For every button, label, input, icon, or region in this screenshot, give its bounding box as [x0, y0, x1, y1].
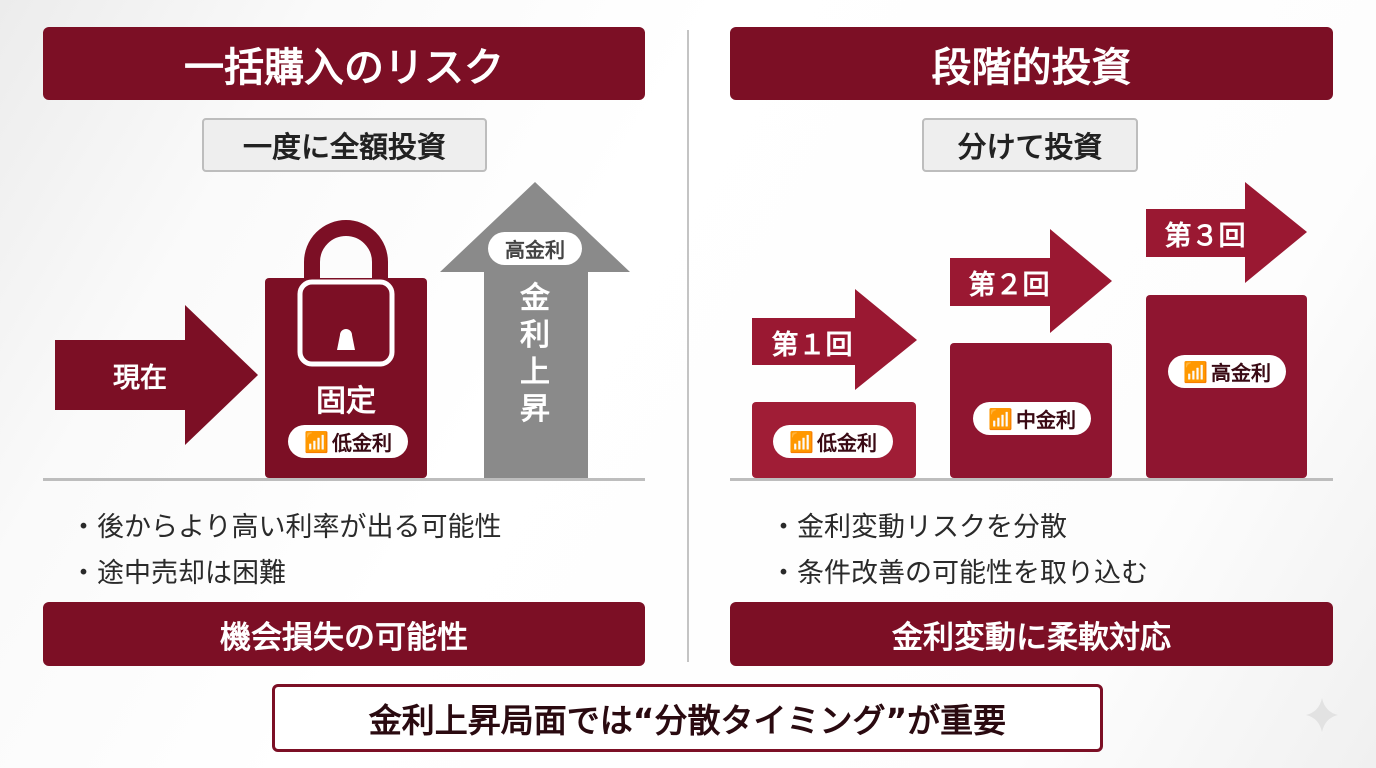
rise-rate-pill: 高金利 — [488, 232, 582, 265]
left-bullet: ・途中売却は困難 — [70, 558, 286, 589]
rise-char: 上 — [520, 355, 550, 390]
right-conclusion: 金利変動に柔軟対応 — [730, 602, 1333, 666]
fixed-rate-pill: 📶低金利 — [288, 425, 408, 458]
chart-icon: 📶 — [1183, 359, 1208, 384]
sparkle-icon — [1306, 698, 1338, 732]
chart-icon: 📶 — [988, 406, 1013, 431]
left-baseline — [43, 478, 645, 481]
fixed-rate: 低金利 — [331, 431, 392, 455]
step-rate: 中金利 — [1015, 408, 1076, 432]
step2-rate-pill: 📶中金利 — [973, 402, 1091, 435]
right-bullet: ・条件改善の可能性を取り込む — [770, 558, 1148, 589]
right-bullet: ・金利変動リスクを分散 — [770, 512, 1067, 543]
step2-arrow — [950, 229, 1112, 333]
step3-arrow — [1146, 182, 1307, 283]
now-arrow — [55, 305, 258, 445]
footer-callout: 金利上昇局面では“分散タイミング”が重要 — [272, 684, 1103, 752]
left-conclusion: 機会損失の可能性 — [43, 602, 645, 666]
rise-char: 利 — [520, 318, 550, 353]
left-title: 一括購入のリスク — [43, 27, 645, 100]
step1-label: 第１回 — [771, 329, 853, 361]
rise-arrow — [440, 182, 630, 478]
chart-icon: 📶 — [304, 429, 329, 454]
right-subtitle: 分けて投資 — [922, 118, 1138, 172]
left-bullet: ・後からより高い利率が出る可能性 — [70, 512, 502, 543]
right-baseline — [730, 478, 1333, 481]
rise-char: 昇 — [520, 392, 550, 427]
step-rate: 高金利 — [1210, 361, 1271, 385]
step3-label: 第３回 — [1164, 220, 1246, 252]
now-label: 現在 — [113, 362, 167, 394]
fixed-label: 固定 — [316, 384, 376, 419]
rise-char: 金 — [520, 281, 550, 316]
step2-label: 第２回 — [968, 269, 1050, 301]
chart-icon: 📶 — [789, 429, 814, 454]
step3-rate-pill: 📶高金利 — [1168, 355, 1286, 388]
step1-rate-pill: 📶低金利 — [773, 425, 893, 458]
left-subtitle: 一度に全額投資 — [202, 118, 487, 172]
step-rate: 低金利 — [816, 431, 877, 455]
step1-arrow — [752, 289, 917, 390]
rise-label: 金利上昇 — [515, 280, 555, 428]
right-title: 段階的投資 — [730, 27, 1333, 100]
lock-icon — [297, 220, 395, 367]
divider — [687, 30, 689, 662]
keyhole-icon — [337, 329, 355, 350]
